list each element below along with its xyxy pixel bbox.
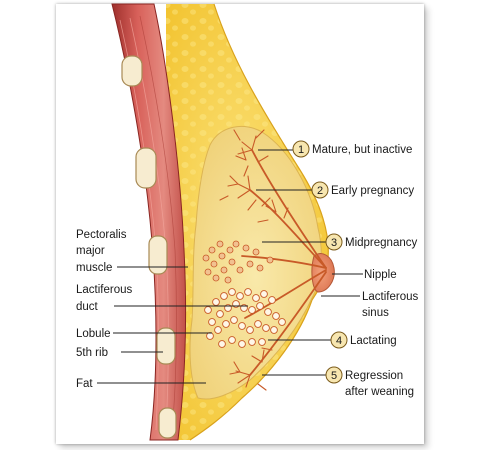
stage-4-label: Lactating bbox=[350, 335, 397, 347]
label-lactiferous-sinus: Lactiferous sinus bbox=[362, 291, 421, 319]
stage-5-number: 5 bbox=[331, 370, 337, 382]
label-nipple: Nipple bbox=[364, 269, 397, 281]
stage-2-label: Early pregnancy bbox=[331, 185, 414, 197]
label-lobule: Lobule bbox=[76, 328, 111, 340]
stage-2-number: 2 bbox=[317, 185, 323, 197]
label-5th-rib: 5th rib bbox=[76, 347, 108, 359]
stage-4-number: 4 bbox=[336, 335, 342, 347]
rib-3 bbox=[149, 236, 167, 274]
stage-1-number: 1 bbox=[298, 144, 304, 156]
stage-1-label: Mature, but inactive bbox=[312, 144, 412, 156]
stage-3-label: Midpregnancy bbox=[345, 237, 417, 249]
stage-3-number: 3 bbox=[331, 237, 337, 249]
stage-5-label: Regression after weaning bbox=[345, 370, 414, 398]
stage-2: 2 Early pregnancy bbox=[312, 182, 414, 198]
stage-1: 1 Mature, but inactive bbox=[293, 141, 412, 157]
stage-4: 4 Lactating bbox=[331, 332, 397, 348]
stage-3: 3 Midpregnancy bbox=[326, 234, 417, 250]
stage-5: 5 Regression after weaning bbox=[326, 367, 414, 398]
rib-2 bbox=[136, 148, 156, 188]
rib-1 bbox=[122, 56, 142, 86]
label-fat: Fat bbox=[76, 378, 93, 390]
label-lactiferous-duct: Lactiferous duct bbox=[76, 284, 135, 313]
rib-6 bbox=[159, 408, 176, 438]
